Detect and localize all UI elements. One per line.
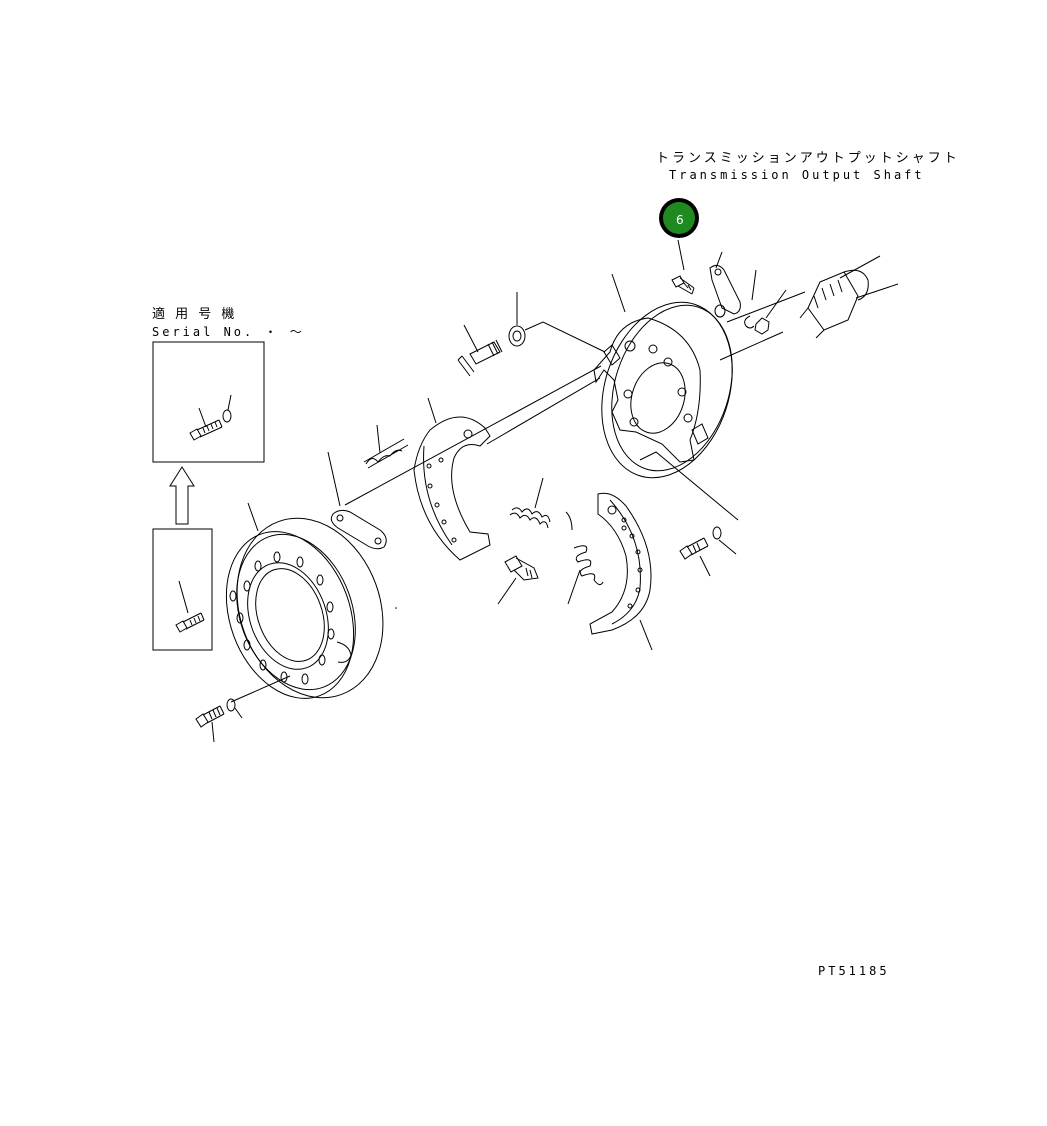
lever-nut (754, 289, 787, 335)
stray-dot (395, 607, 397, 609)
washer-icon (712, 526, 722, 540)
adjuster-screw (497, 555, 539, 605)
drum-bolt-holes (229, 551, 335, 685)
brake-drum (225, 502, 384, 699)
brake-shoe-left (413, 397, 491, 561)
return-spring (363, 424, 409, 469)
shaft-label-english: Transmission Output Shaft (669, 168, 925, 182)
washer-icon (226, 698, 236, 712)
shaft-label-japanese: トランスミッションアウトプットシャフト (656, 151, 960, 166)
up-arrow-icon (169, 466, 195, 525)
return-spring-long (565, 511, 604, 605)
drawing-code: PT51185 (818, 964, 890, 978)
serial-label-english: Serial No. ・ ～ (152, 325, 305, 339)
serial-box-lower (152, 528, 213, 651)
snap-ring (744, 269, 757, 329)
bolt-icon (189, 419, 223, 441)
badge-fill (663, 202, 695, 234)
return-spring-middle (509, 477, 551, 529)
axis-line (486, 377, 601, 445)
badge-number: 6 (676, 213, 684, 227)
brake-shoe-right (589, 492, 653, 651)
backing-plate (593, 273, 739, 521)
adjuster-nut (508, 292, 606, 353)
drum-bolt (195, 675, 291, 743)
axis-line-upper (726, 291, 806, 323)
lever (709, 251, 741, 318)
part-number-badge[interactable]: 6 (659, 198, 699, 238)
bolt-icon (175, 612, 205, 633)
output-shaft (799, 255, 899, 339)
plate-bolt (679, 526, 737, 577)
serial-box-upper (152, 341, 265, 463)
link-plate (327, 365, 602, 550)
washer-icon (222, 409, 232, 423)
adjuster-pin (457, 324, 503, 377)
lever-bolt (671, 239, 695, 295)
serial-label-japanese: 適 用 号 機 (152, 306, 237, 322)
axis-line-right (719, 331, 784, 361)
